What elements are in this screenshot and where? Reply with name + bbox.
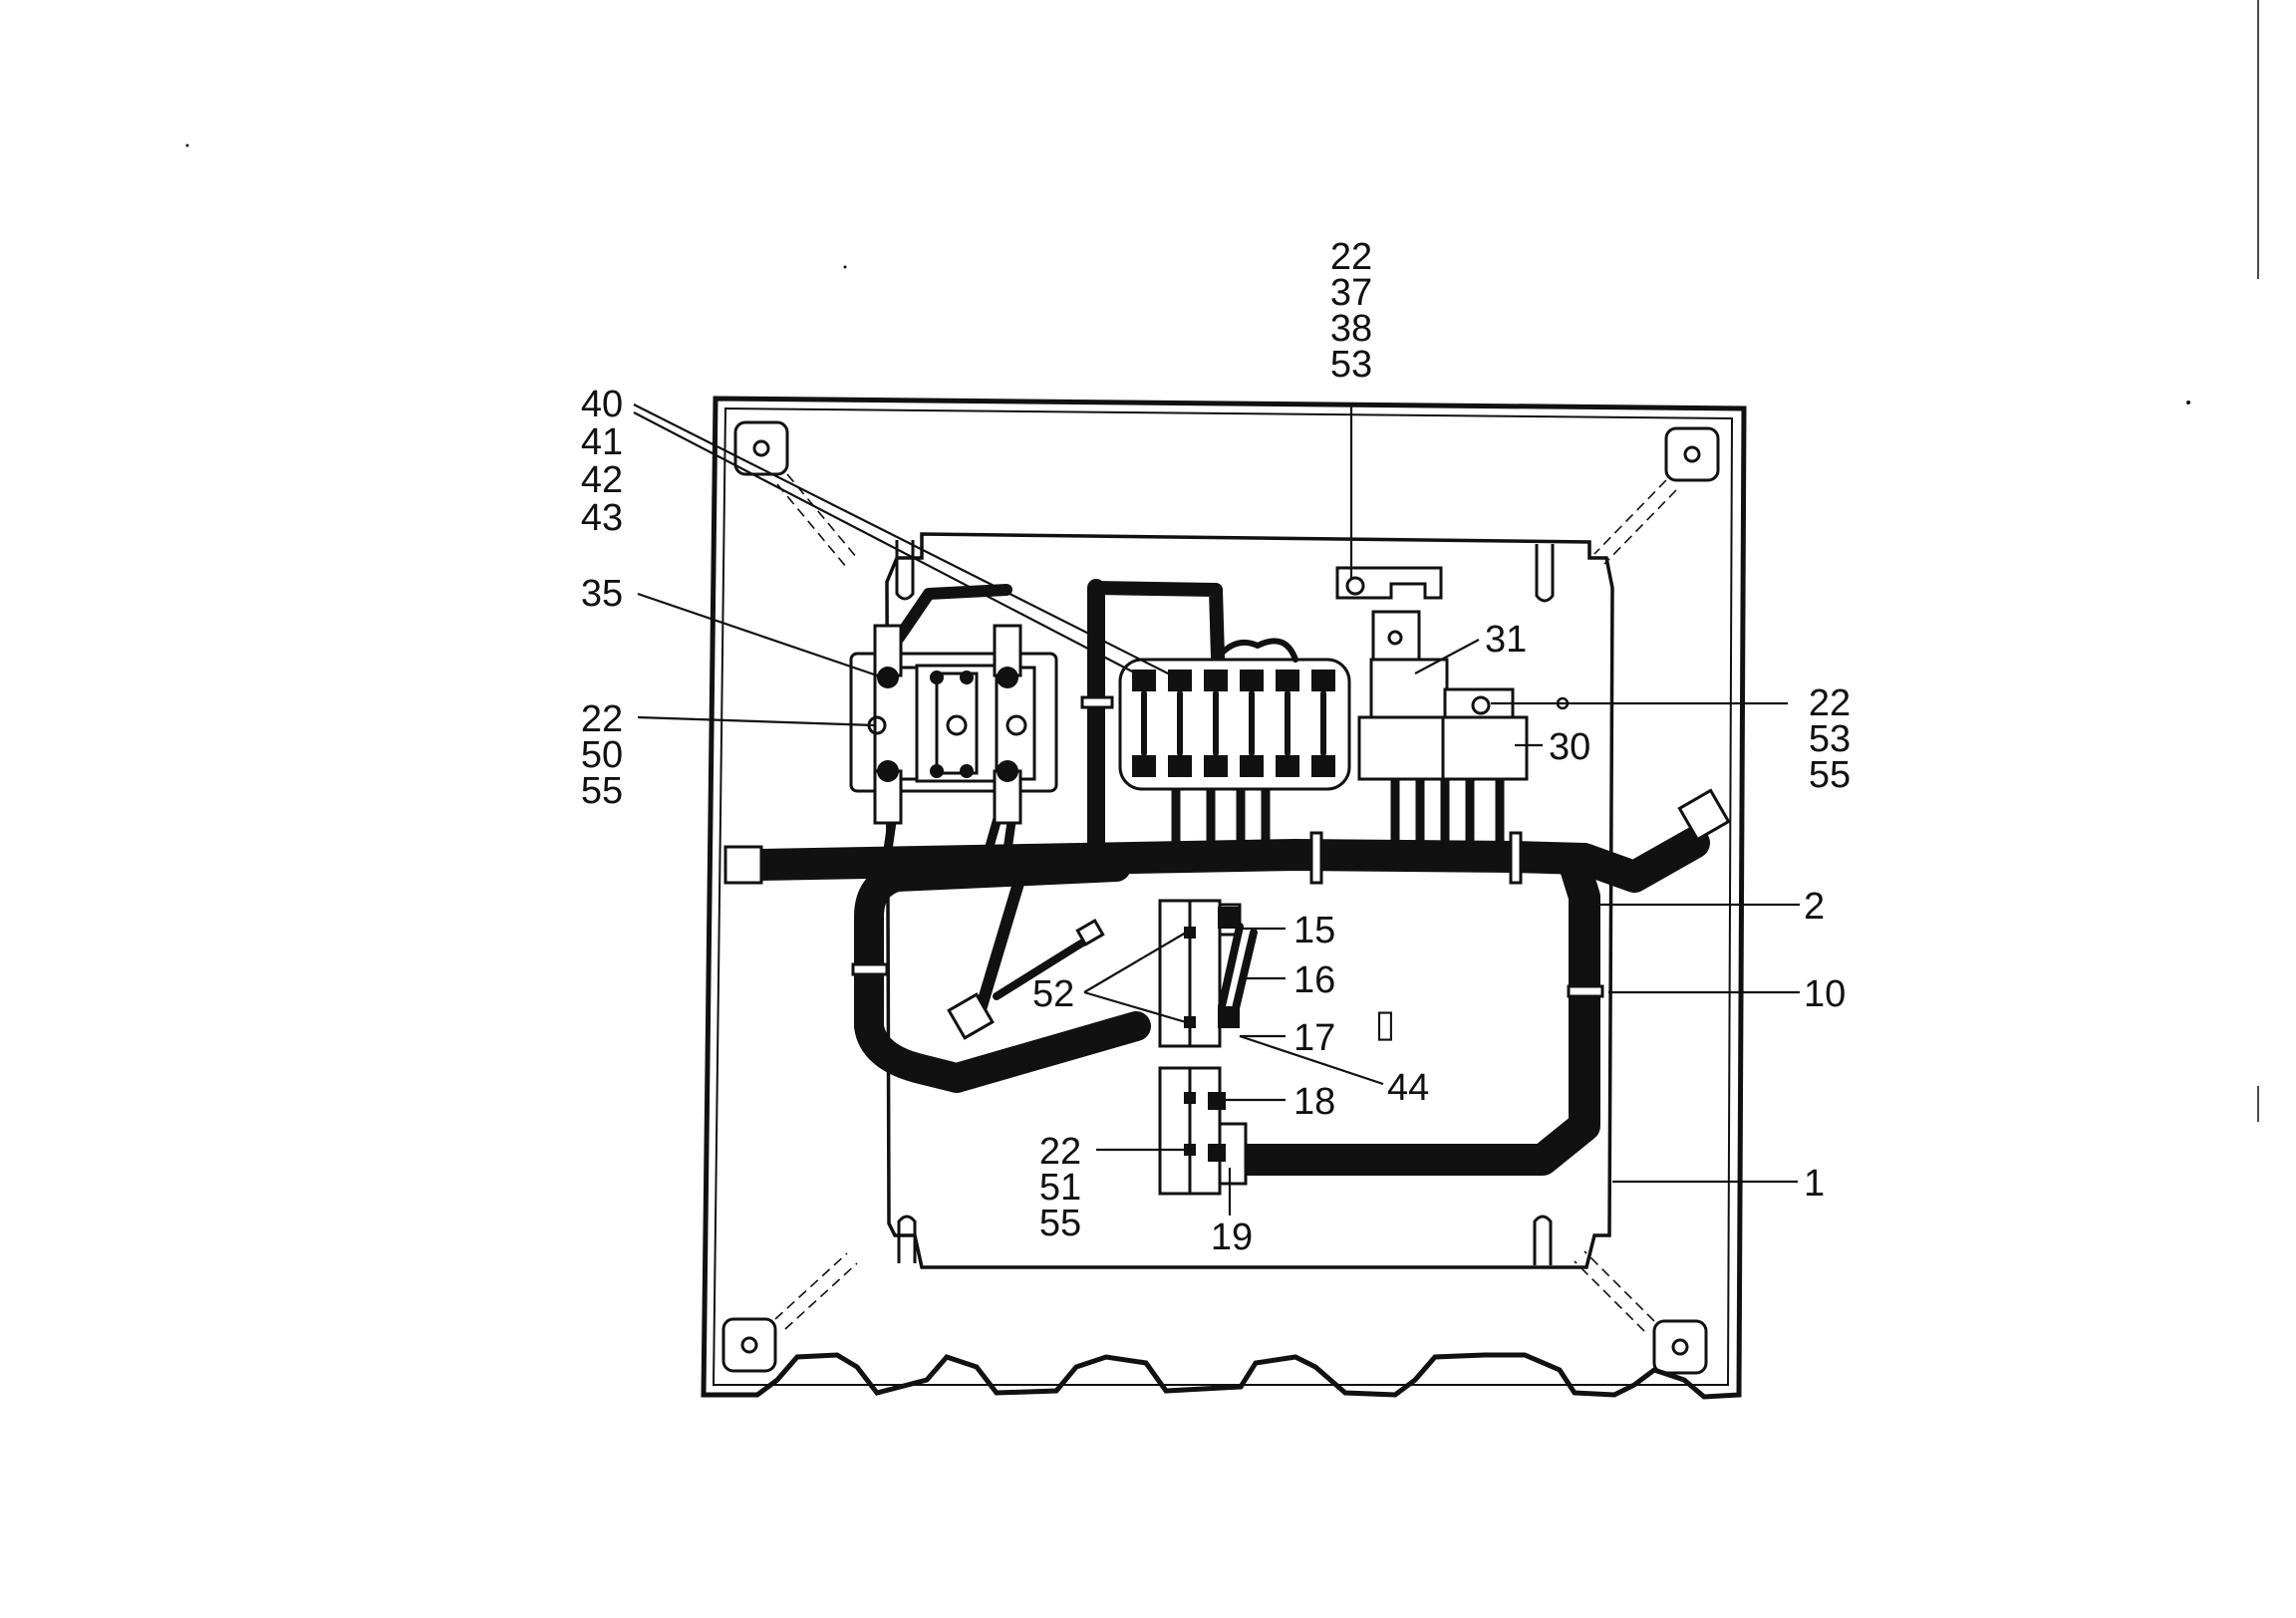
- callout-31-text: 31: [1485, 619, 1527, 661]
- leader-lines: [633, 403, 1800, 1215]
- callout-top-line-1: 22: [1330, 236, 1372, 278]
- callout-44: 44: [1387, 1067, 1429, 1109]
- wiring-harness: [741, 579, 1710, 1176]
- callout-fuses-line-3: 42: [581, 459, 623, 501]
- callout-bottom-line-3: 55: [1039, 1203, 1081, 1244]
- callout-right-line-3: 55: [1809, 754, 1851, 796]
- harness-end-connectors: [723, 788, 1731, 1040]
- callout-2-text: 2: [1804, 886, 1825, 928]
- relay-31: [1357, 610, 1449, 781]
- callout-left-line-2: 50: [581, 734, 623, 776]
- callout-17: 17: [1293, 1017, 1335, 1059]
- callout-fuses-line-2: 41: [581, 421, 623, 463]
- terminal-strip-lower: [1158, 1066, 1248, 1196]
- callout-left-line-3: 55: [581, 770, 623, 812]
- callout-left-line-1: 22: [581, 698, 623, 740]
- callout-fuses-line-4: 43: [581, 497, 623, 539]
- inner-mounting-plate: [885, 532, 1614, 1269]
- callout-19-text: 19: [1211, 1216, 1253, 1258]
- callout-bottom-line-2: 51: [1039, 1167, 1081, 1209]
- callout-top-line-2: 37: [1330, 272, 1372, 314]
- callout-18: 18: [1293, 1081, 1335, 1123]
- callout-19: 19: [1211, 1216, 1253, 1258]
- callout-16: 16: [1293, 959, 1335, 1001]
- callout-right: 22 53 55: [1809, 682, 1851, 796]
- scan-artifacts: [185, 0, 2259, 1122]
- callout-30-text: 30: [1549, 726, 1590, 768]
- callout-right-line-1: 22: [1809, 682, 1851, 724]
- callout-1-text: 1: [1804, 1163, 1825, 1205]
- callout-44-text: 44: [1387, 1067, 1429, 1109]
- callout-52-text: 52: [1032, 973, 1074, 1015]
- fuse-box: [1118, 638, 1351, 791]
- enclosure-base-plate: [701, 396, 1747, 1400]
- callout-top-line-3: 38: [1330, 308, 1372, 350]
- callout-top: 22 37 38 53: [1330, 236, 1372, 386]
- harness-cable-ties: [851, 695, 1604, 998]
- stray-glyph: ▯: [1375, 1003, 1396, 1045]
- callout-18-text: 18: [1293, 1081, 1335, 1123]
- callout-1: 1: [1804, 1163, 1825, 1205]
- callout-right-line-2: 53: [1809, 718, 1851, 760]
- callout-31: 31: [1485, 619, 1527, 661]
- callout-35: 35: [581, 573, 623, 615]
- callout-bottom: 22 51 55: [1039, 1131, 1081, 1244]
- callout-left: 22 50 55: [581, 698, 623, 812]
- callout-bottom-line-1: 22: [1039, 1131, 1081, 1173]
- callout-10-text: 10: [1804, 973, 1846, 1015]
- callout-30: 30: [1549, 726, 1590, 768]
- fuse-terminals: [1132, 670, 1335, 777]
- callout-16-text: 16: [1293, 959, 1335, 1001]
- callout-top-line-4: 53: [1330, 344, 1372, 386]
- callout-52: 52: [1032, 973, 1074, 1015]
- callout-35-text: 35: [581, 573, 623, 615]
- terminal-strip-upper: [1158, 899, 1258, 1048]
- mounting-bracket-top: [1335, 566, 1443, 600]
- callout-15-text: 15: [1293, 910, 1335, 951]
- callout-fuses: 40 41 42 43: [581, 384, 623, 539]
- callout-2: 2: [1804, 886, 1825, 928]
- terminal-block-35: [849, 624, 1058, 825]
- callout-fuses-line-1: 40: [581, 384, 623, 425]
- callout-17-text: 17: [1293, 1017, 1335, 1059]
- callout-15: 15: [1293, 910, 1335, 951]
- callout-10: 10: [1804, 973, 1846, 1015]
